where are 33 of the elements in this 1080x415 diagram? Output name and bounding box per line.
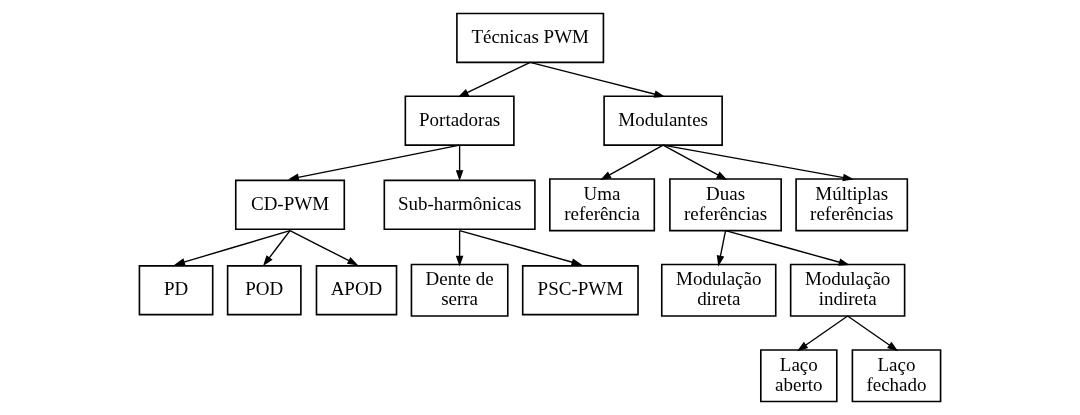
arrow bbox=[263, 229, 291, 267]
arrow bbox=[797, 315, 849, 352]
node-box: Técnicas PWM bbox=[456, 12, 605, 64]
node-box: Laço aberto bbox=[760, 349, 838, 403]
arrow bbox=[529, 61, 666, 98]
arrow bbox=[457, 61, 531, 98]
node-box: PD bbox=[138, 265, 214, 316]
arrow bbox=[662, 144, 854, 182]
arrow bbox=[455, 229, 464, 267]
node-box: Laço fechado bbox=[851, 349, 942, 403]
node-box: Dente de serra bbox=[410, 263, 509, 317]
arrow bbox=[716, 229, 727, 267]
arrow bbox=[662, 144, 728, 180]
arrow bbox=[458, 229, 583, 266]
arrow bbox=[174, 229, 291, 266]
node-box: Modulantes bbox=[603, 95, 723, 146]
node-box: CD-PWM bbox=[234, 179, 346, 231]
arrow bbox=[724, 229, 850, 266]
node-box: Modulação direta bbox=[660, 263, 777, 317]
arrow bbox=[289, 229, 359, 266]
arrow bbox=[455, 144, 464, 182]
arrow bbox=[600, 144, 664, 180]
node-box: Duas referências bbox=[669, 178, 782, 232]
node-box: Uma referência bbox=[549, 178, 656, 232]
node-box: Portadoras bbox=[404, 95, 515, 146]
node-box: Sub-harmônicas bbox=[383, 179, 536, 231]
arrow bbox=[846, 315, 899, 352]
arrow bbox=[288, 144, 461, 181]
node-box: APOD bbox=[315, 265, 398, 316]
node-box: Modulação indireta bbox=[789, 263, 906, 317]
node-box: PSC-PWM bbox=[521, 265, 639, 316]
node-box: POD bbox=[226, 265, 302, 316]
node-box: Múltiplas referências bbox=[795, 178, 909, 232]
